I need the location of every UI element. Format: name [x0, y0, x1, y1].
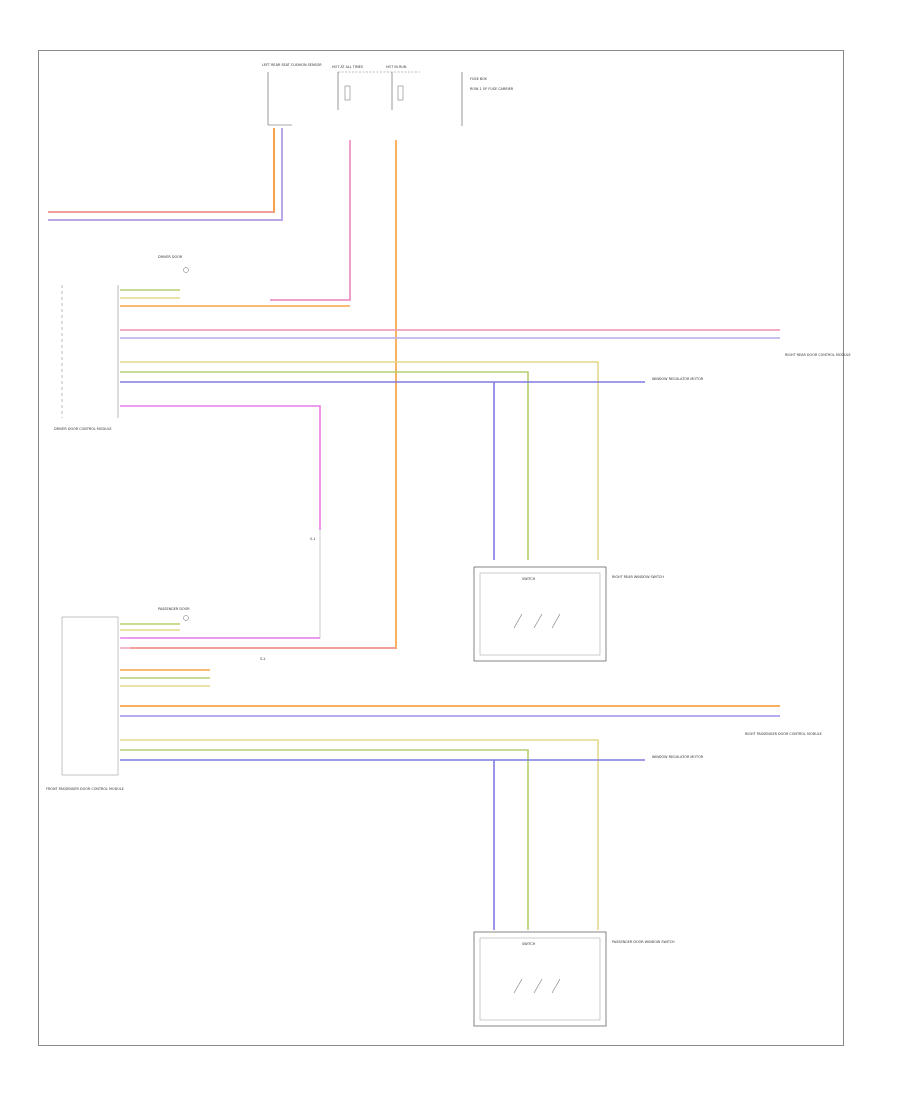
ground-1-icon	[183, 267, 189, 273]
right-pass-module-label: RIGHT PASSENGER DOOR CONTROL MODULE	[745, 732, 822, 736]
window-regulator-2-label: WINDOW REGULATOR MOTOR	[652, 755, 704, 759]
splice-2-label: S-2	[260, 657, 266, 661]
fuse-box-note: ROW 1 OF FUSE CARRIER	[470, 87, 514, 91]
pass-switch-label: PASSENGER DOOR WINDOW SWITCH	[612, 940, 675, 944]
fuse-block: HOT AT ALL TIMES HOT IN RUN FUSE BOX ROW…	[332, 65, 514, 126]
driver-door-conn-label: DRIVER DOOR	[158, 255, 183, 259]
right-rear-module-label: RIGHT REAR DOOR CONTROL MODULE	[785, 353, 851, 357]
left-rear-sensor-label: LEFT REAR SEAT CUSHION SENSOR	[262, 63, 322, 67]
ground-2-icon	[183, 615, 189, 621]
right-rear-switch: SWITCH RIGHT REAR WINDOW SWITCH	[473, 566, 664, 662]
fuse-1-icon	[344, 85, 351, 101]
front-pass-module-label: FRONT PASSENGER DOOR CONTROL MODULE	[46, 787, 124, 791]
fuse-box-label: FUSE BOX	[470, 77, 488, 81]
pass-switch: SWITCH PASSENGER DOOR WINDOW SWITCH	[473, 931, 675, 1027]
fuse-power-2-label: HOT IN RUN	[386, 65, 407, 69]
right-rear-switch-label: RIGHT REAR WINDOW SWITCH	[612, 575, 664, 579]
upper-module-wires	[120, 289, 780, 639]
switch-block-2-label: SWITCH	[522, 942, 536, 946]
left-rear-sensor: LEFT REAR SEAT CUSHION SENSOR	[262, 63, 322, 126]
front-pass-module: FRONT PASSENGER DOOR CONTROL MODULE PASS…	[46, 607, 190, 791]
splice-1-label: S-1	[310, 537, 316, 541]
fuse-feed-wires	[130, 140, 397, 649]
fuse-2-icon	[397, 85, 404, 101]
driver-door-module: DRIVER DOOR CONTROL MODULE DRIVER DOOR	[54, 255, 183, 431]
sensor-wires	[48, 128, 283, 221]
lower-module-wires	[120, 623, 780, 930]
switch-block-1-label: SWITCH	[522, 577, 536, 581]
diagram-border	[38, 50, 844, 1046]
driver-door-module-label: DRIVER DOOR CONTROL MODULE	[54, 427, 112, 431]
window-regulator-1-label: WINDOW REGULATOR MOTOR	[652, 377, 704, 381]
front-pass-conn-label: PASSENGER DOOR	[158, 607, 190, 611]
fuse-power-1-label: HOT AT ALL TIMES	[332, 65, 363, 69]
